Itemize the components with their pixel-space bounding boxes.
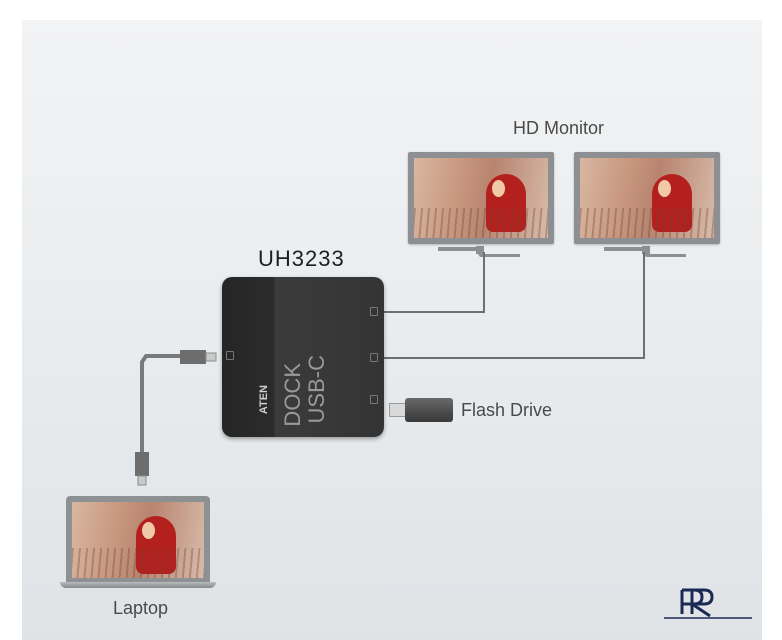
dock-text-line1: USB-C <box>304 355 329 424</box>
flash-drive <box>389 398 453 422</box>
hd-monitor-left <box>408 152 554 244</box>
monitor-stand-left <box>438 246 520 257</box>
laptop <box>66 496 210 582</box>
cable-dock-to-monitor-left <box>384 252 485 313</box>
dock-usb-c-port <box>226 351 234 360</box>
hd-monitor-label: HD Monitor <box>513 118 605 138</box>
usb-c-plug-dock-end <box>180 350 206 364</box>
laptop-screen <box>72 502 204 578</box>
usb-c-plug-laptop-end <box>135 452 149 476</box>
flash-drive-body <box>405 398 453 422</box>
laptop-base <box>60 582 216 588</box>
laptop-label: Laptop <box>113 598 169 618</box>
flash-drive-label: Flash Drive <box>461 400 553 420</box>
monitor-right-screen <box>580 158 714 238</box>
cable-dock-to-monitor-right <box>384 252 645 359</box>
dock-model-title: UH3233 <box>258 246 345 271</box>
hd-monitor-right <box>574 152 720 244</box>
dock-brand-logo: ATEN <box>258 385 270 415</box>
watermark-logo <box>664 588 752 619</box>
monitor-left-screen <box>414 158 548 238</box>
usb-c-dock: USB-C DOCK ATEN <box>222 277 384 437</box>
dock-hdmi-port-1 <box>370 307 378 316</box>
dock-text-line2: DOCK <box>280 363 305 427</box>
dock-hdmi-port-2 <box>370 353 378 362</box>
flash-drive-plug <box>389 403 406 417</box>
dock-usb-port <box>370 395 378 404</box>
cable-laptop-to-dock <box>140 354 180 452</box>
